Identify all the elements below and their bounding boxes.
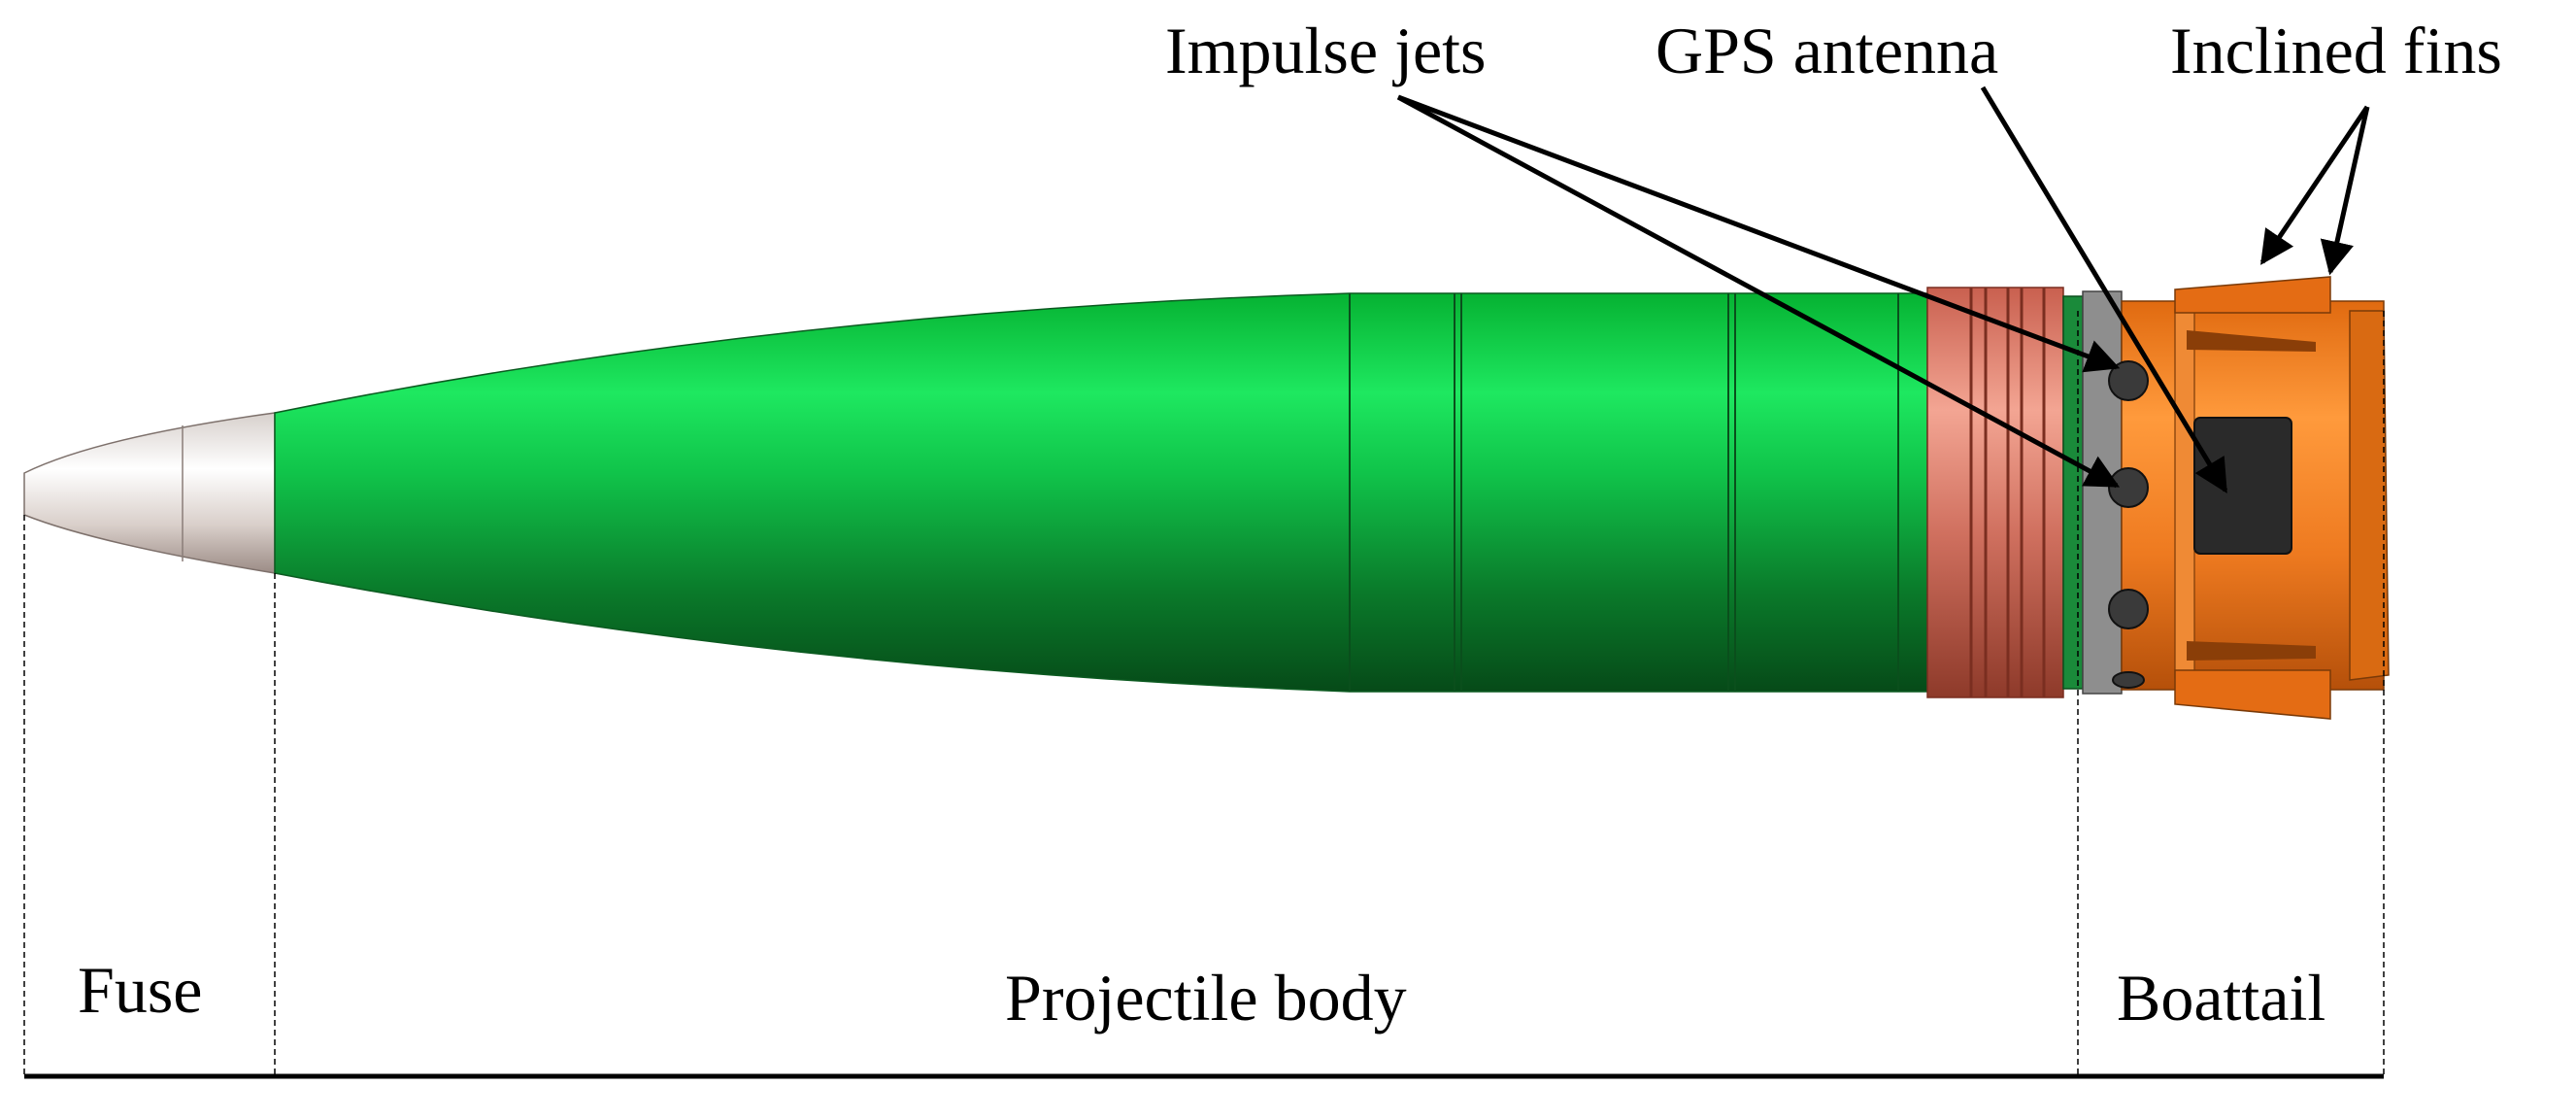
projectile-body <box>274 292 1928 693</box>
fin-slot-upper <box>2187 330 2316 352</box>
leader-arrows <box>1396 85 2370 493</box>
section-boundaries <box>23 311 2385 1078</box>
fin-slot-lower <box>2187 641 2316 661</box>
label-boattail: Boattail <box>2117 961 2326 1035</box>
label-impulse-jets: Impulse jets <box>1165 14 1487 87</box>
rotating-bands <box>1926 287 2064 698</box>
gps-antenna-patch <box>2193 417 2292 555</box>
inclined-fin-lower <box>2174 669 2331 720</box>
inclined-fin-upper <box>2174 276 2331 314</box>
impulse-jet-holes <box>2108 360 2149 689</box>
label-projectile-body: Projectile body <box>1005 961 1407 1035</box>
label-fuse: Fuse <box>78 953 203 1027</box>
band-grooves <box>1969 288 2046 697</box>
boattail-skirt <box>2174 308 2195 679</box>
label-inclined-fins: Inclined fins <box>2170 14 2502 87</box>
fuse-tip <box>23 412 276 574</box>
body-seams <box>1349 293 1899 692</box>
boattail-rear <box>2349 310 2390 681</box>
label-gps-antenna: GPS antenna <box>1656 14 1999 87</box>
